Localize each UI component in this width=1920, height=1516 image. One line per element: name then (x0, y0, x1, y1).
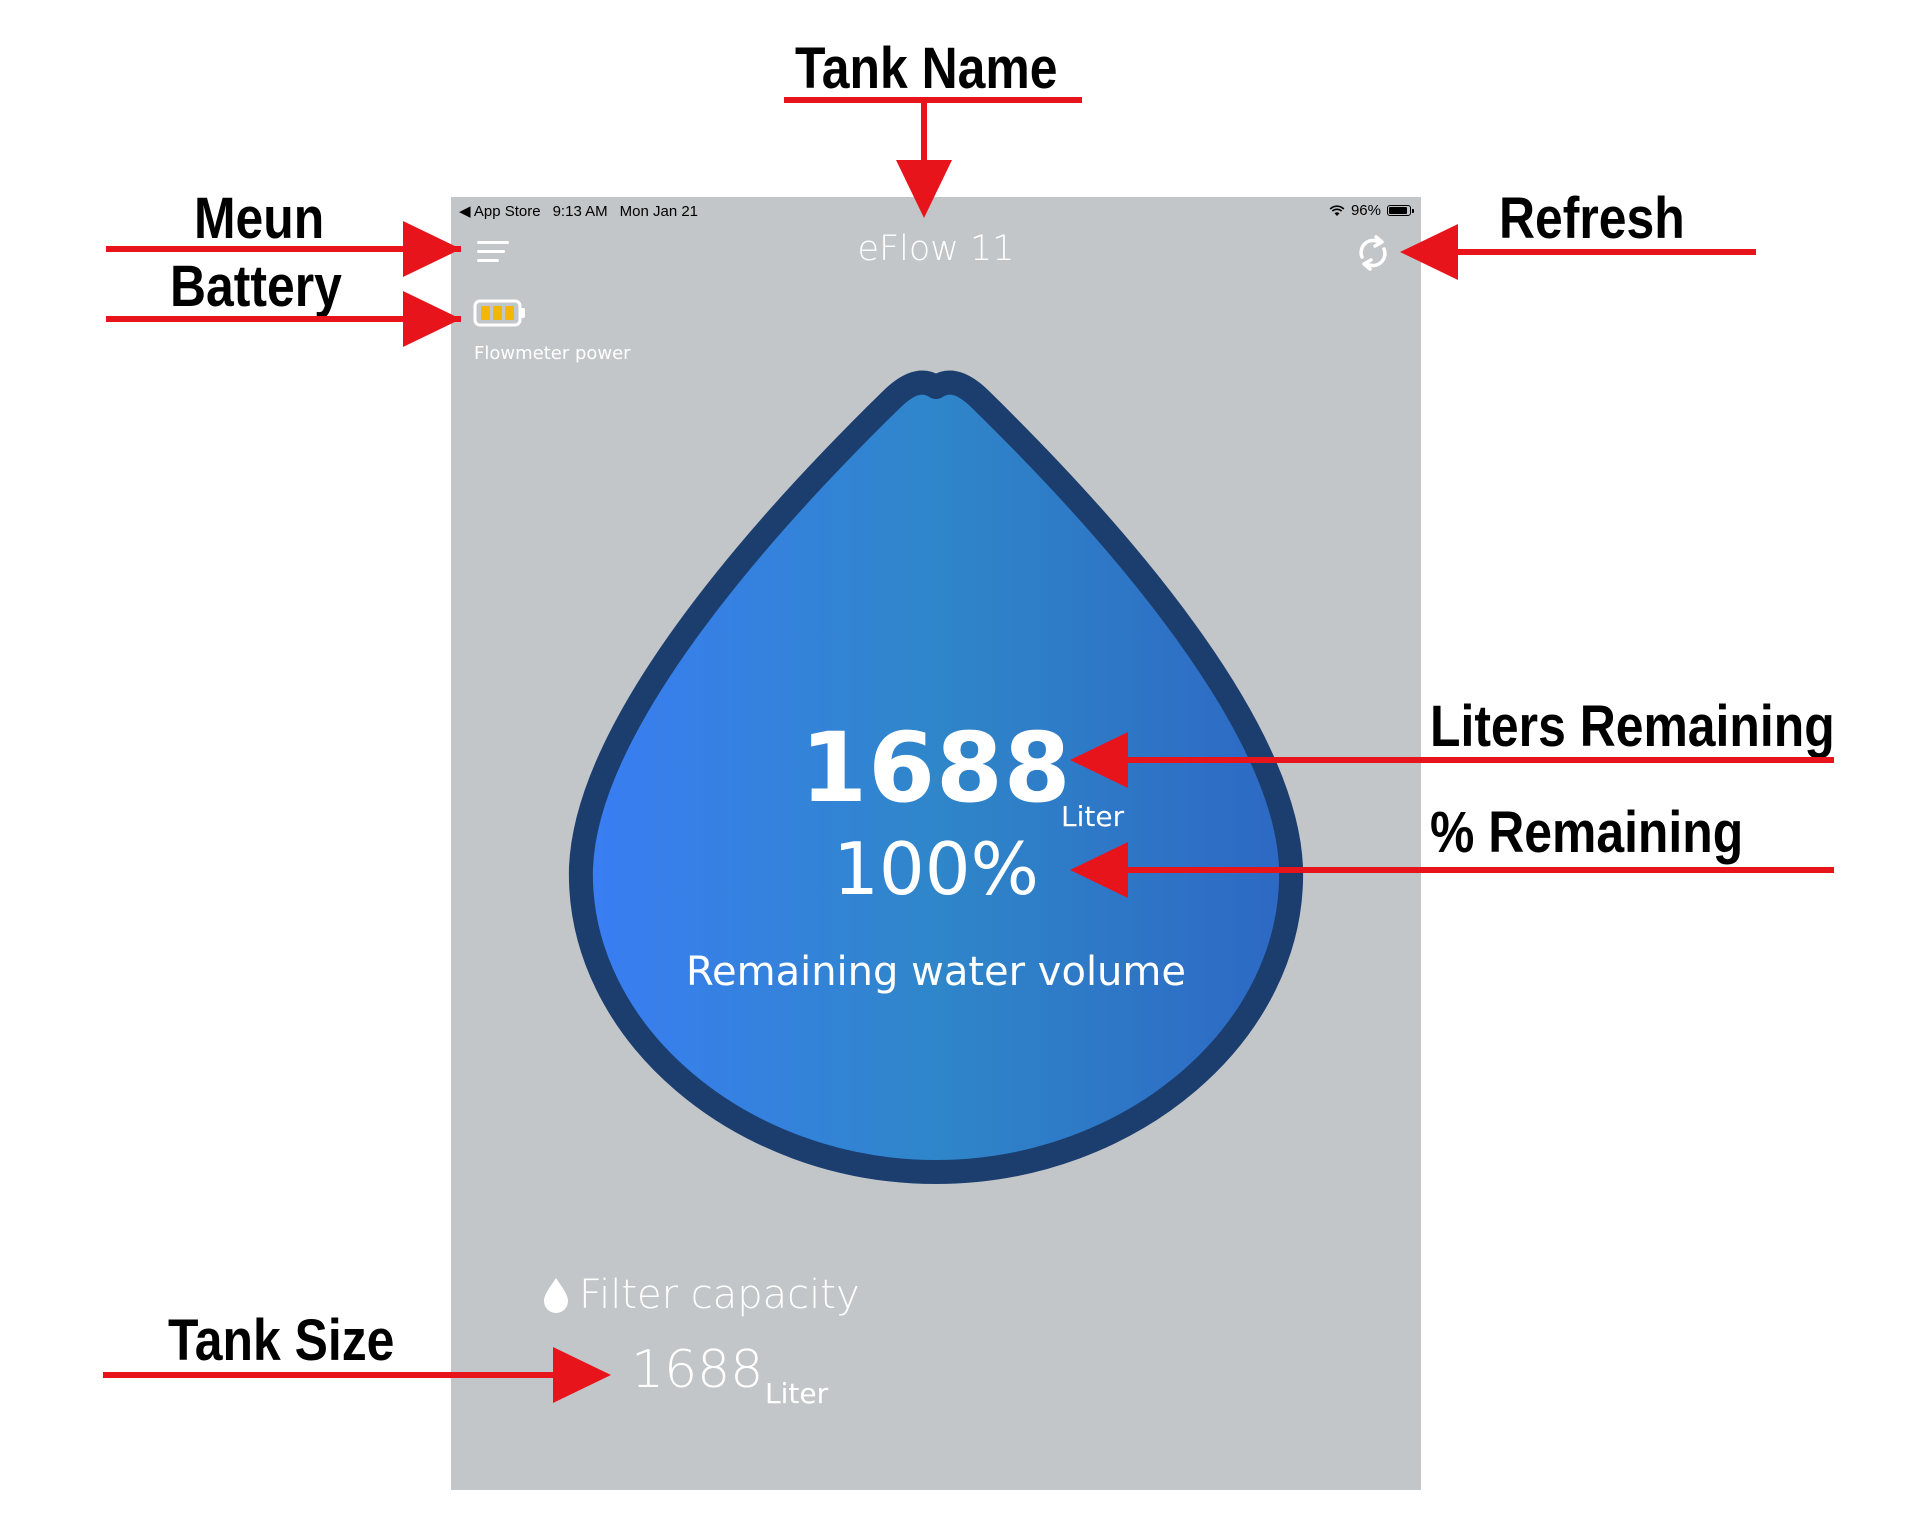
tank-name-callout: Tank Name (795, 36, 1058, 101)
filter-capacity-label: Filter capacity (579, 1272, 860, 1318)
tank-size-arrow-head (553, 1347, 611, 1403)
menu-callout: Meun (194, 186, 325, 251)
menu-icon-line (477, 250, 505, 253)
battery-callout: Battery (170, 254, 342, 319)
tank-name-arrow-shaft (921, 103, 927, 165)
status-time: 9:13 AM (552, 202, 608, 220)
status-right: 96% (1329, 202, 1414, 219)
tank-size-arrow-shaft (103, 1372, 555, 1378)
water-drop-icon (544, 1278, 568, 1313)
liters-remaining-arrow-shaft (1124, 757, 1834, 763)
status-battery-percent: 96% (1350, 202, 1381, 219)
liters-remaining-callout: Liters Remaining (1430, 694, 1835, 759)
menu-arrow-head (403, 221, 461, 277)
refresh-callout: Refresh (1499, 186, 1685, 251)
status-battery-icon (1387, 205, 1414, 216)
status-date: Mon Jan 21 (619, 202, 699, 220)
wifi-icon (1329, 204, 1345, 216)
refresh-arrow-head (1400, 224, 1458, 280)
refresh-arrow-shaft (1452, 249, 1756, 255)
percent-remaining-arrow-head (1070, 842, 1128, 898)
app-screen: ◀ App Store 9:13 AM Mon Jan 21 96% eFlow… (451, 197, 1421, 1490)
remaining-water-volume-label: Remaining water volume (686, 949, 1186, 995)
tank-name-title: eFlow 11 (857, 229, 1015, 269)
filter-capacity-header: Filter capacity (541, 1272, 860, 1318)
liters-remaining-unit: Liter (1061, 800, 1125, 833)
flowmeter-battery-icon (473, 299, 525, 327)
menu-icon-line (477, 259, 499, 262)
percent-remaining-callout: % Remaining (1430, 800, 1744, 865)
tank-name-arrow-head (896, 160, 952, 218)
flowmeter-power-label: Flowmeter power (474, 343, 631, 364)
status-left: ◀ App Store 9:13 AM Mon Jan 21 (459, 202, 699, 221)
liters-remaining-value: 1688 (800, 712, 1072, 824)
percent-remaining-arrow-shaft (1124, 867, 1834, 873)
percent-remaining-value: 100% (833, 827, 1039, 911)
menu-icon-line (477, 241, 509, 244)
battery-arrow-shaft (106, 316, 461, 322)
refresh-icon[interactable] (1353, 233, 1393, 273)
tank-name-underline (784, 97, 1082, 103)
tank-size-value: 1688 (631, 1340, 764, 1400)
tank-size-callout: Tank Size (168, 1308, 395, 1373)
tank-size-unit: Liter (765, 1377, 829, 1410)
back-to-app-link[interactable]: ◀ App Store (459, 203, 541, 220)
water-drop-gauge (451, 197, 1421, 1490)
liters-remaining-arrow-head (1070, 732, 1128, 788)
water-drop-shape (568, 370, 1304, 1184)
menu-arrow-shaft (106, 246, 461, 252)
status-bar: ◀ App Store 9:13 AM Mon Jan 21 96% (451, 197, 1421, 223)
battery-arrow-head (403, 291, 461, 347)
menu-button[interactable] (477, 241, 511, 271)
